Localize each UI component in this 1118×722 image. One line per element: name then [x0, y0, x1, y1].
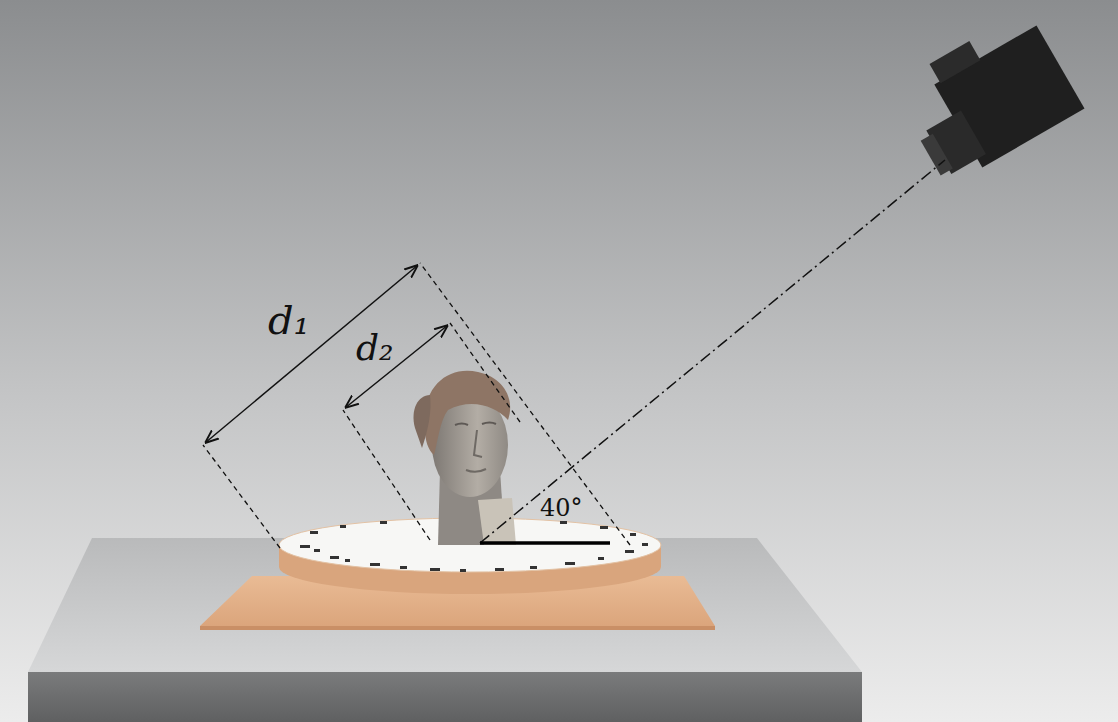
statue-head: [413, 371, 516, 545]
dimension-line: [205, 265, 418, 443]
dimension-label: d₂: [356, 330, 393, 366]
base-board-edge: [200, 626, 715, 630]
camera: [890, 8, 1085, 187]
camera-axis: [480, 160, 945, 543]
pedestal-front: [28, 672, 862, 722]
extension-lines: [203, 263, 630, 548]
angle-label: 40°: [540, 496, 583, 520]
dimension-line: [345, 325, 448, 408]
dimension-label: d₁: [268, 300, 310, 340]
angle-reference-line: [480, 541, 610, 545]
